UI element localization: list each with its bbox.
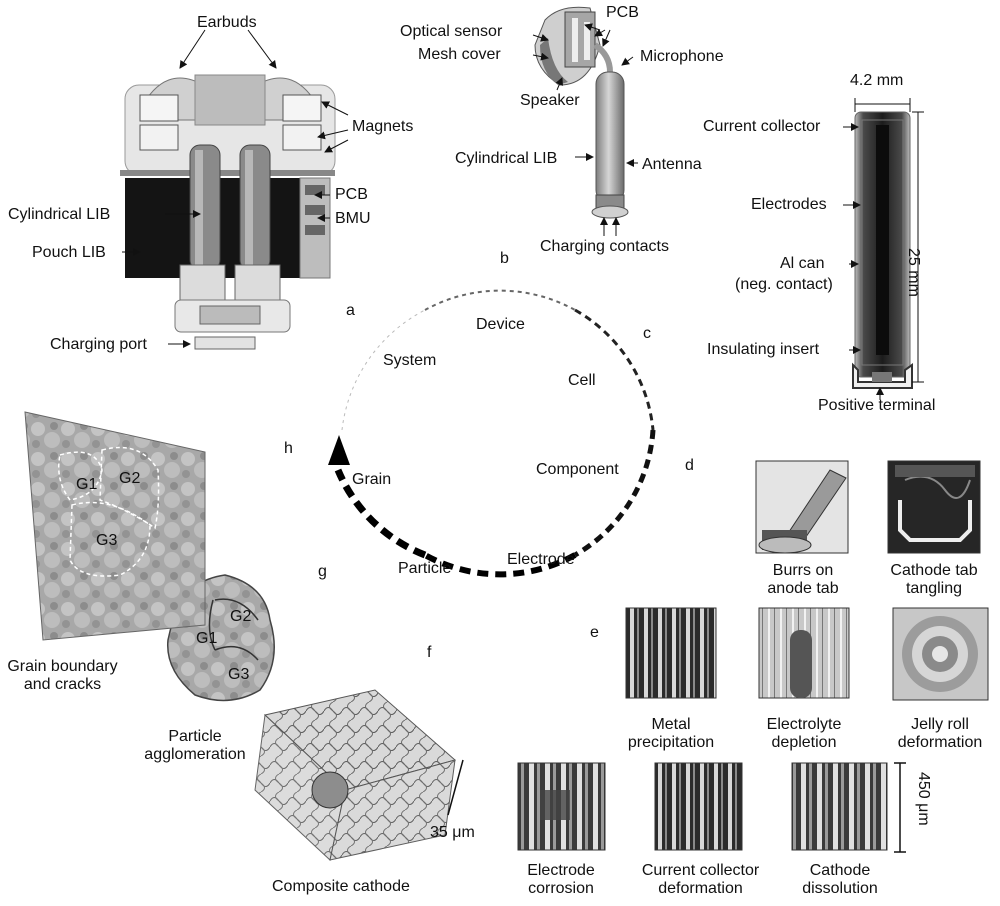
- panel-letter-g: g: [318, 563, 327, 580]
- panel-d-images: [755, 460, 981, 554]
- label-pcb-b: PCB: [606, 4, 639, 21]
- caption-line: Jelly roll: [911, 716, 969, 733]
- caption-line: Particle: [168, 728, 222, 745]
- panel-letter-b: b: [500, 250, 509, 267]
- level-component: Component: [536, 461, 619, 478]
- panel-b-image: [534, 6, 629, 219]
- caption-cathode-dissolution: Cathode dissolution: [790, 862, 890, 898]
- label-bmu: BMU: [335, 210, 371, 227]
- caption-line: Cathode: [809, 862, 871, 879]
- caption-line: and cracks: [23, 676, 102, 693]
- label-insulating-insert: Insulating insert: [707, 341, 820, 358]
- panel-a-image: [120, 74, 336, 350]
- caption-jelly-roll: Jelly roll deformation: [884, 716, 996, 752]
- panel-letter-a: a: [346, 302, 355, 319]
- level-system: System: [383, 352, 437, 369]
- label-microphone: Microphone: [640, 48, 724, 65]
- label-neg-contact: (neg. contact): [735, 276, 833, 293]
- level-particle: Particle: [398, 560, 452, 577]
- caption-line: dissolution: [802, 880, 878, 897]
- particle-grain-g3: G3: [228, 666, 250, 683]
- caption-grain-boundary: Grain boundary and cracks: [5, 658, 120, 694]
- dim-width: 4.2 mm: [850, 72, 904, 89]
- label-current-collector: Current collector: [703, 118, 821, 135]
- caption-composite-cathode: Composite cathode: [272, 878, 410, 895]
- dim-height: 25 mm: [905, 248, 922, 297]
- caption-line: Metal: [651, 716, 691, 733]
- level-device: Device: [476, 316, 525, 333]
- particle-grain-g1: G1: [196, 630, 218, 647]
- label-al-can: Al can: [780, 255, 825, 272]
- label-optical-sensor: Optical sensor: [400, 23, 503, 40]
- scale-35um: 35 μm: [430, 824, 475, 841]
- caption-line: anode tab: [767, 580, 839, 597]
- caption-line: corrosion: [528, 880, 594, 897]
- caption-line: tangling: [905, 580, 963, 597]
- panel-letter-h: h: [284, 440, 293, 457]
- panel-h-image: [24, 411, 206, 641]
- label-pcb-a: PCB: [335, 186, 368, 203]
- panel-c-image: [852, 111, 913, 389]
- scale-450um: 450 μm: [915, 772, 932, 826]
- caption-line: Current collector: [641, 862, 760, 879]
- label-antenna: Antenna: [642, 156, 702, 173]
- leader-lines: [122, 23, 924, 400]
- caption-line: deformation: [658, 880, 743, 897]
- label-charging-port: Charging port: [50, 336, 147, 353]
- caption-line: Electrode: [527, 862, 595, 879]
- caption-electrode-corrosion: Electrode corrosion: [511, 862, 611, 898]
- label-electrodes: Electrodes: [751, 196, 827, 213]
- caption-burrs: Burrs on anode tab: [758, 562, 848, 598]
- label-positive-terminal: Positive terminal: [818, 397, 936, 414]
- caption-current-collector-deformation: Current collector deformation: [628, 862, 773, 898]
- level-cell: Cell: [568, 372, 596, 389]
- caption-metal-precipitation: Metal precipitation: [611, 716, 731, 752]
- caption-particle-agglomeration: Particle agglomeration: [140, 728, 250, 764]
- caption-electrolyte-depletion: Electrolyte depletion: [749, 716, 859, 752]
- particle-grain-g2: G2: [230, 608, 252, 625]
- panel-e-images: [517, 607, 989, 853]
- level-electrode: Electrode: [507, 551, 575, 568]
- caption-tab-tangling: Cathode tab tangling: [874, 562, 994, 598]
- level-grain: Grain: [352, 471, 392, 488]
- label-speaker: Speaker: [520, 92, 580, 109]
- caption-line: precipitation: [627, 734, 715, 751]
- caption-line: Electrolyte: [766, 716, 842, 733]
- sheet-grain-g1: G1: [76, 476, 98, 493]
- label-mesh-cover: Mesh cover: [418, 46, 501, 63]
- label-pouch-lib: Pouch LIB: [32, 244, 106, 261]
- caption-line: deformation: [897, 734, 983, 751]
- label-magnets: Magnets: [352, 118, 414, 135]
- sheet-grain-g2: G2: [119, 470, 141, 487]
- panel-letter-c: c: [643, 325, 651, 342]
- caption-line: agglomeration: [144, 746, 246, 763]
- panel-letter-d: d: [685, 457, 694, 474]
- panel-letter-f: f: [427, 644, 432, 661]
- panel-letter-e: e: [590, 624, 599, 641]
- caption-line: Grain boundary: [7, 658, 118, 675]
- label-cylindrical-lib-b: Cylindrical LIB: [455, 150, 558, 167]
- caption-line: Burrs on: [772, 562, 834, 579]
- label-earbuds: Earbuds: [197, 14, 257, 31]
- caption-line: depletion: [771, 734, 837, 751]
- panel-f-image: [254, 689, 464, 861]
- label-cylindrical-lib-a: Cylindrical LIB: [8, 206, 111, 223]
- sheet-grain-g3: G3: [96, 532, 118, 549]
- label-charging-contacts: Charging contacts: [540, 238, 669, 255]
- caption-line: Cathode tab: [890, 562, 978, 579]
- scale-cycle: [328, 289, 656, 578]
